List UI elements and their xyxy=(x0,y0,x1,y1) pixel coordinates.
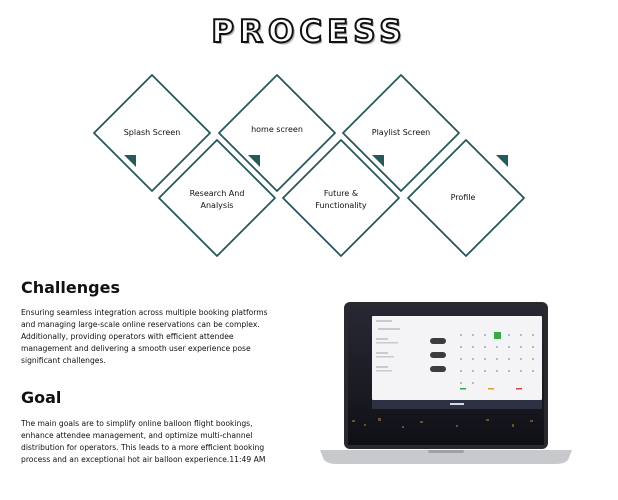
calendar-cell xyxy=(484,346,486,348)
city-light xyxy=(352,420,355,422)
step-label-line: Future & xyxy=(323,189,359,198)
calendar-cell xyxy=(472,334,474,336)
calendar-cell xyxy=(484,358,486,360)
calendar-cell xyxy=(496,358,498,360)
diamond-profile xyxy=(407,139,525,257)
city-light xyxy=(378,418,381,421)
page-title: PROCESS xyxy=(210,13,407,51)
modal-text-line xyxy=(376,356,394,358)
calendar-cell xyxy=(520,334,522,336)
modal-text-line xyxy=(376,352,388,354)
connector-arrow xyxy=(124,155,136,167)
challenges-heading: Challenges xyxy=(21,278,120,297)
diamond-playlist-screen xyxy=(342,74,460,192)
modal-text-line xyxy=(376,342,398,344)
text-line: process and an exceptional hot air ballo… xyxy=(21,455,266,464)
calendar-cell xyxy=(460,358,462,360)
calendar-cell xyxy=(472,346,474,348)
text-line: enhance attendee management, and optimiz… xyxy=(21,431,253,440)
text-line: management and delivering a smooth user … xyxy=(21,344,251,353)
stepper-control xyxy=(430,338,446,344)
calendar-cell xyxy=(532,370,534,372)
calendar-cell xyxy=(496,346,498,348)
calendar-cell xyxy=(508,370,510,372)
text-line: significant challenges. xyxy=(21,356,106,365)
calendar-cell xyxy=(532,358,534,360)
legend-marker xyxy=(488,388,494,390)
city-light xyxy=(364,424,366,426)
selected-date xyxy=(494,332,501,339)
connector-arrow xyxy=(372,155,384,167)
city-light xyxy=(420,421,423,423)
calendar-cell xyxy=(460,346,462,348)
diamond-research xyxy=(158,139,276,257)
modal-text-line xyxy=(376,338,388,340)
legend-marker xyxy=(516,388,522,390)
modal-text-line xyxy=(378,328,400,330)
calendar-cell xyxy=(520,358,522,360)
text-line: The main goals are to simplify online ba… xyxy=(21,419,253,428)
calendar-cell xyxy=(520,370,522,372)
step-research-analysis: Research And Analysis xyxy=(162,188,272,212)
laptop-mockup-image xyxy=(320,302,572,464)
step-profile: Profile xyxy=(408,192,518,204)
calendar-cell xyxy=(508,334,510,336)
calendar-cell xyxy=(472,370,474,372)
text-line: and managing large-scale online reservat… xyxy=(21,320,260,329)
city-light xyxy=(530,420,533,422)
modal-text-line xyxy=(376,320,392,322)
step-label-line: Functionality xyxy=(315,201,367,210)
goal-text: The main goals are to simplify online ba… xyxy=(21,418,313,466)
step-playlist-screen: Playlist Screen xyxy=(371,128,431,137)
text-line: distribution for operators. This leads t… xyxy=(21,443,265,452)
city-light xyxy=(486,419,489,421)
connector-arrow xyxy=(248,155,260,167)
step-splash-screen: Splash Screen xyxy=(123,128,181,137)
calendar-cell xyxy=(460,370,462,372)
diamond-future xyxy=(282,139,400,257)
calendar-cell xyxy=(496,370,498,372)
step-label-line: Research And xyxy=(189,189,245,198)
modal-text-line xyxy=(376,366,388,368)
modal-text-line xyxy=(376,370,392,372)
city-light xyxy=(512,424,514,427)
calendar-cell xyxy=(508,346,510,348)
goal-heading: Goal xyxy=(21,388,62,407)
calendar-cell xyxy=(472,358,474,360)
city-light xyxy=(402,426,404,428)
laptop-base xyxy=(320,450,572,464)
calendar-cell xyxy=(484,370,486,372)
calendar-cell xyxy=(532,334,534,336)
city-light xyxy=(456,425,458,427)
stepper-control xyxy=(430,352,446,358)
diamond-splash-screen xyxy=(93,74,211,192)
calendar-cell xyxy=(532,346,534,348)
calendar-cell xyxy=(508,358,510,360)
legend-marker xyxy=(460,388,466,390)
modal-footer-button xyxy=(450,403,464,405)
process-flow xyxy=(93,74,525,257)
calendar-cell xyxy=(460,382,462,384)
calendar-cell xyxy=(484,334,486,336)
connector-arrow xyxy=(496,155,508,167)
diamond-home-screen xyxy=(218,74,336,192)
stepper-control xyxy=(430,366,446,372)
challenges-text: Ensuring seamless integration across mul… xyxy=(21,307,313,367)
step-label-line: Profile xyxy=(450,193,476,202)
step-label-line: Analysis xyxy=(200,201,234,210)
laptop-base-notch xyxy=(428,450,464,453)
step-home-screen: home screen xyxy=(251,125,303,134)
calendar-cell xyxy=(460,334,462,336)
calendar-cell xyxy=(520,346,522,348)
step-future-functionality: Future & Functionality xyxy=(286,188,396,212)
text-line: Additionally, providing operators with e… xyxy=(21,332,234,341)
text-line: Ensuring seamless integration across mul… xyxy=(21,308,268,317)
calendar-cell xyxy=(472,382,474,384)
